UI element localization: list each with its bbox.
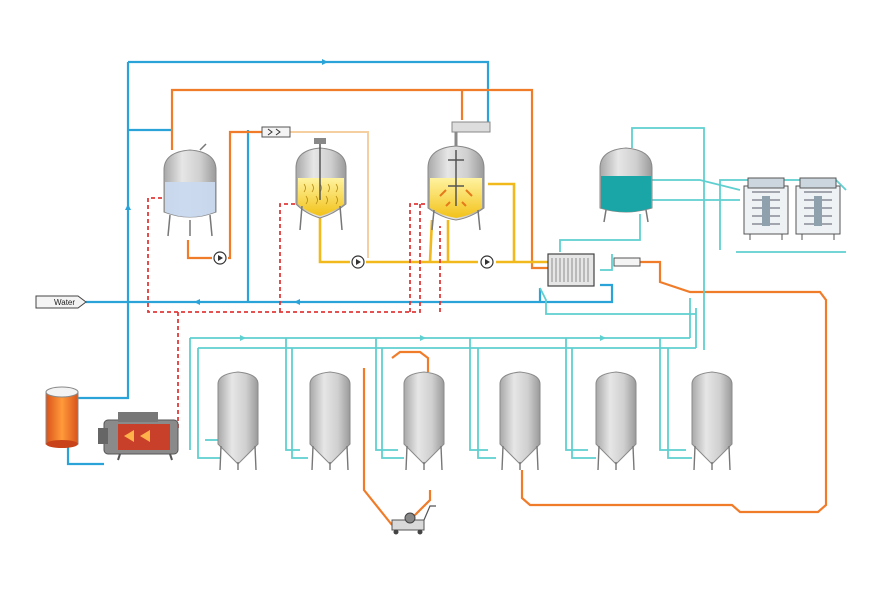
steam-lines — [147, 197, 441, 430]
water-inlet-label: Water — [54, 298, 75, 307]
chiller-unit-2 — [795, 177, 841, 240]
cold-water-tank — [599, 147, 653, 223]
hot-water-tank — [163, 143, 217, 237]
cip-pump-cart — [391, 505, 436, 535]
wort-light-lines — [290, 131, 369, 258]
boil-kettle — [427, 121, 491, 231]
glycol-lines — [189, 127, 847, 459]
fermenter-tank-1 — [217, 371, 259, 471]
glycol-flow-arrows — [240, 335, 606, 341]
fermenter-tank-4 — [499, 371, 541, 471]
wort-lines — [318, 182, 550, 264]
pump-mash — [351, 255, 365, 269]
flow-arrows — [125, 59, 328, 305]
fermenter-group — [217, 371, 733, 471]
fermenter-tank-3 — [403, 371, 445, 471]
fermenter-tank-2 — [309, 371, 351, 471]
chiller-unit-1 — [743, 177, 789, 240]
pump-kettle — [480, 255, 494, 269]
water-heater — [45, 386, 79, 448]
fermenter-tank-5 — [595, 371, 637, 471]
fermenter-tank-6 — [691, 371, 733, 471]
water-inlet: Water — [35, 295, 87, 309]
hot-water-lines — [170, 88, 828, 526]
steam-boiler — [98, 412, 179, 461]
mash-tun — [295, 138, 347, 231]
cold-water-lines — [66, 60, 614, 466]
plate-heat-exchanger — [547, 253, 641, 287]
inline-filter — [261, 126, 291, 138]
pump-hot-water — [213, 251, 227, 265]
